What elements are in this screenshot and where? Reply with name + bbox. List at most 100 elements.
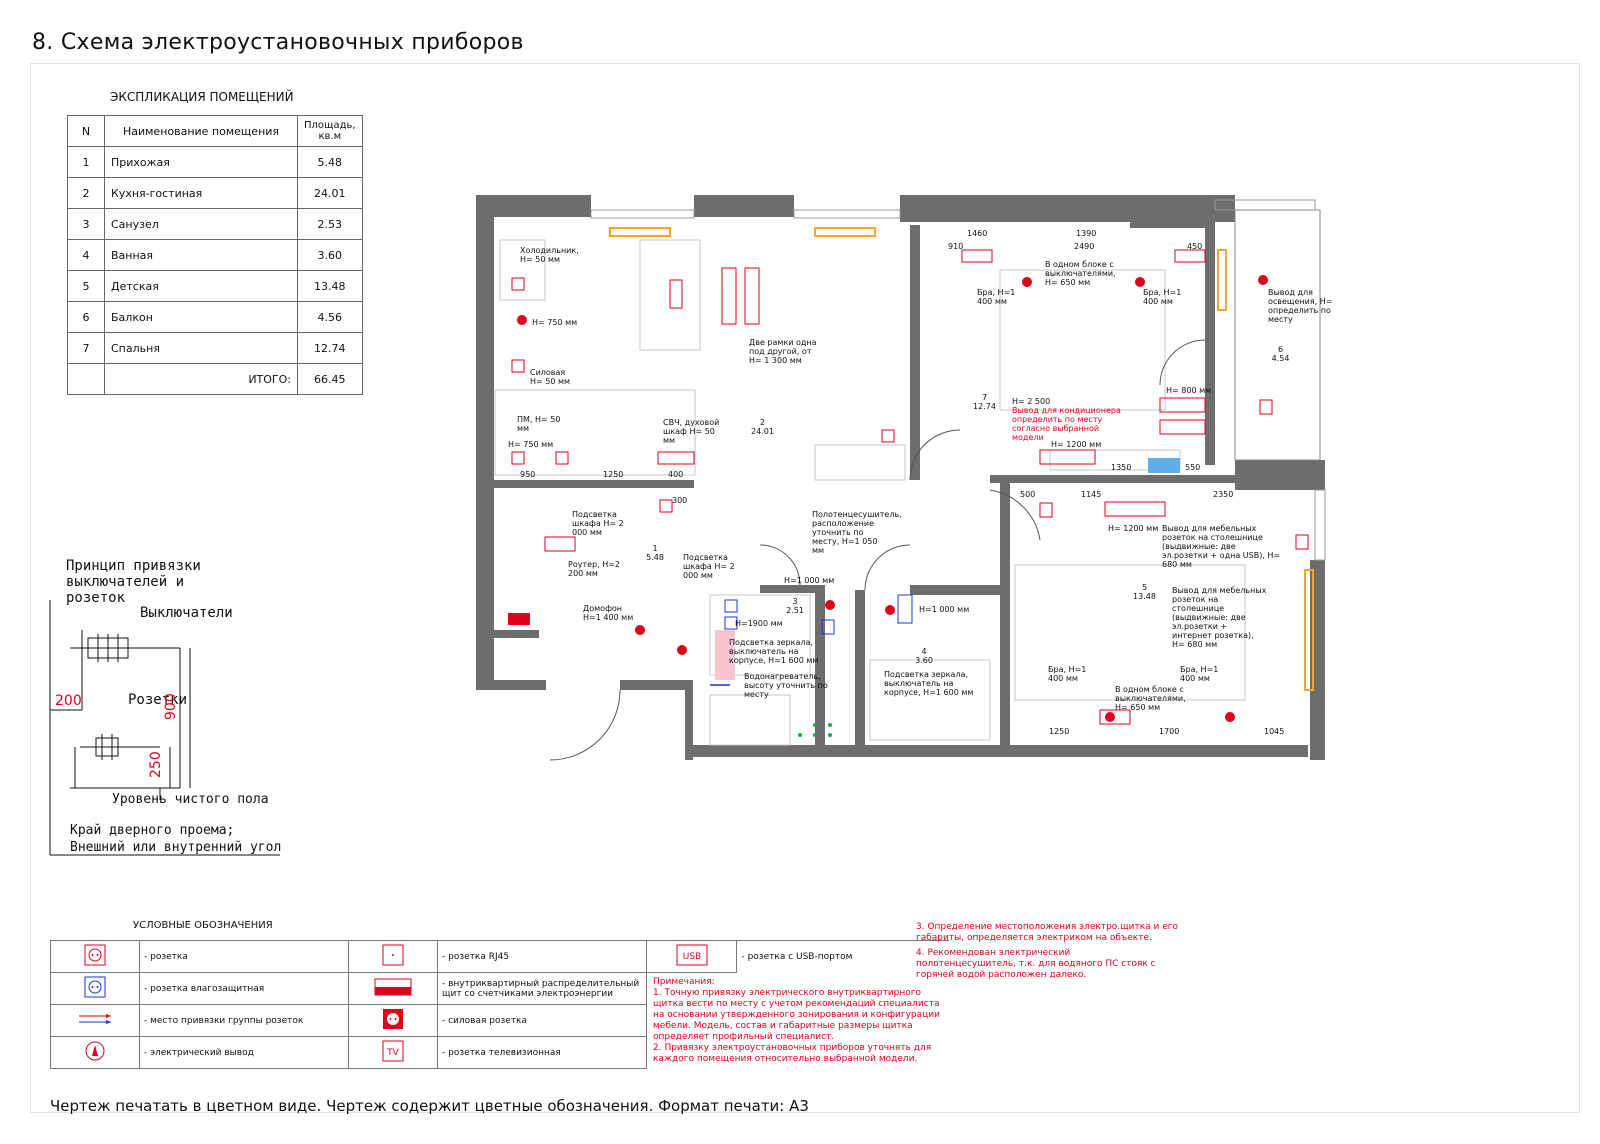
total-value: 66.45 (297, 363, 363, 395)
radiators (609, 227, 1314, 691)
door-arcs (549, 339, 1206, 761)
label-h1900: Н=1900 мм (735, 619, 783, 628)
row-area: 24.01 (297, 177, 363, 209)
label-h750b: Н= 750 мм (508, 440, 554, 449)
dim-label: 1250 (1049, 727, 1070, 736)
dim-label: 400 (668, 470, 684, 479)
dim-label: 910 (948, 242, 964, 251)
label-intercom: Домофон Н=1 400 мм (583, 604, 634, 622)
label-one-block2: В одном блоке с выключателями, Н= 650 мм (1115, 685, 1186, 712)
legend-table: - розетка - розетка RJ45 USB - розетка с… (50, 940, 949, 1069)
label-h1000b: Н=1 000 мм (919, 605, 970, 614)
principle-title: Принцип привязки выключателей и розеток (66, 558, 201, 606)
row-area: 13.48 (297, 270, 363, 302)
edge-line: Внешний или внутренний угол (70, 840, 282, 855)
legend-row: - электрический вывод TV - розетка телев… (50, 1036, 950, 1069)
explication-title: ЭКСПЛИКАЦИЯ ПОМЕЩЕНИЙ (110, 90, 294, 104)
switches-label: Выключатели (140, 605, 233, 621)
legend-text: - розетка телевизионная (437, 1036, 647, 1069)
label-furn1: Вывод для мебельных розеток на столешниц… (1162, 524, 1281, 569)
row-name: Кухня-гостиная (104, 177, 298, 209)
dim-label: 550 (1185, 463, 1201, 472)
row-area: 12.74 (297, 332, 363, 364)
legend-text: - розетка (139, 940, 349, 973)
label-h1000: Н=1 000 мм (784, 576, 835, 585)
label-two-frames: Две рамки одна под другой, от Н= 1 300 м… (749, 338, 817, 365)
label-one-block: В одном блоке с выключателями, Н= 650 мм (1045, 260, 1116, 287)
floor-label: Уровень чистого пола (112, 792, 269, 807)
label-bra1: Бра, Н=1 400 мм (977, 288, 1016, 306)
blue-patch (1148, 458, 1180, 473)
edge-line: Край дверного проема; (70, 823, 235, 838)
row-n: 4 (67, 239, 105, 271)
note-4: 4. Рекомендован электрический полотенцес… (916, 948, 1156, 980)
label-bra4: Бра, Н=1 400 мм (1180, 665, 1219, 683)
label-bra2: Бра, Н=1 400 мм (1143, 288, 1182, 306)
label-light-out: Вывод для освещения, Н= определить по ме… (1268, 288, 1333, 324)
usb-socket-icon: USB (676, 944, 708, 966)
legend-title: УСЛОВНЫЕ ОБОЗНАЧЕНИЯ (133, 920, 273, 931)
dim-label: 1460 (967, 229, 988, 238)
row-area: 4.56 (297, 301, 363, 333)
sockets-label: Розетки (128, 692, 188, 708)
dim-label: 1390 (1076, 229, 1097, 238)
pink-patch (715, 630, 735, 680)
total-label: ИТОГО: (104, 363, 298, 395)
legend-text: - розетка RJ45 (437, 940, 647, 973)
svg-text:USB: USB (682, 952, 700, 962)
label-power: Силовая Н= 50 мм (530, 368, 571, 386)
row-area: 3.60 (297, 239, 363, 271)
rj45-icon (382, 944, 404, 966)
electrical-output-icon (85, 1041, 105, 1061)
power-socket-icon (383, 1009, 403, 1029)
row-name: Санузел (104, 208, 298, 240)
label-ac: Вывод для кондиционера определить по мес… (1012, 406, 1121, 442)
header-name: Наименование помещения (104, 115, 298, 147)
row-name: Детская (104, 270, 298, 302)
header-n: N (67, 115, 105, 147)
row-n: 2 (67, 177, 105, 209)
tv-socket-icon: TV (382, 1040, 404, 1062)
footer-note: Чертеж печатать в цветном виде. Чертеж с… (50, 1097, 809, 1115)
sockets (511, 249, 1309, 725)
legend-text: - электрический вывод (139, 1036, 349, 1069)
notes-title: Примечания: (653, 977, 715, 987)
legend-row: - розетка влагозащитная - внутриквартирн… (50, 972, 950, 1064)
explication-table: N Наименование помещения Площадь, кв.м 1… (67, 115, 363, 395)
table-total-row: ИТОГО:66.45 (67, 363, 363, 395)
label-furn2: Вывод для мебельных розеток на столешниц… (1172, 586, 1267, 649)
label-mirror1: Подсветка зеркала, выключатель на корпус… (729, 638, 819, 665)
floor-plan (476, 195, 1326, 761)
dim-900: 900 (163, 693, 179, 720)
legend-row: - розетка - розетка RJ45 USB - розетка с… (50, 940, 949, 973)
row-name: Ванная (104, 239, 298, 271)
dim-200: 200 (55, 693, 82, 709)
socket-icon (84, 944, 106, 966)
row-name: Прихожая (104, 146, 298, 178)
label-light-cab: Подсветка шкафа Н= 2 000 мм (572, 510, 624, 537)
label-h800: Н= 800 мм (1166, 386, 1212, 395)
legend-text: - розетка с USB-портом (736, 940, 949, 973)
legend-text: - место привязки группы розеток (139, 1004, 349, 1037)
legend-text: - внутриквартирный распределительный щит… (437, 972, 647, 1005)
header-area: Площадь, кв.м (297, 115, 363, 147)
svg-text:TV: TV (386, 1048, 399, 1058)
note-3: 3. Определение местоположения электро.щи… (916, 922, 1179, 943)
principle-title-line: Принцип привязки (66, 558, 201, 574)
legend-text: - силовая розетка (437, 1004, 647, 1037)
label-h2500: Н= 2 500 (1012, 397, 1051, 406)
dim-label: 1250 (603, 470, 624, 479)
label-bra3: Бра, Н=1 400 мм (1048, 665, 1087, 683)
dim-label: 2490 (1074, 242, 1095, 251)
label-light-cab2: Подсветка шкафа Н= 2 000 мм (683, 553, 735, 580)
dim-label: 950 (520, 470, 536, 479)
principle-title-line: выключателей и (66, 574, 185, 590)
